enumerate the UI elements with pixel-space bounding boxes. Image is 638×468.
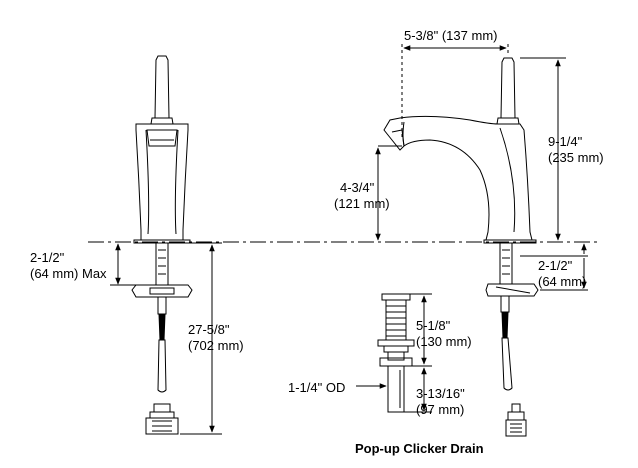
spout-reach-label: 5-3/8" (137 mm) xyxy=(404,28,498,43)
drain-caption: Pop-up Clicker Drain xyxy=(355,441,484,456)
right-dimension-lines xyxy=(375,44,588,291)
spout-height-mm-label: (121 mm) xyxy=(334,196,390,211)
overall-height-mm-label: (235 mm) xyxy=(548,150,604,165)
drain-lower-in-label: 3-13/16" xyxy=(416,386,465,401)
faucet-side-view xyxy=(383,57,539,437)
drain-dimension-lines xyxy=(356,293,432,413)
deck-right-mm-label: (64 mm) xyxy=(538,274,587,289)
overall-height-in-label: 9-1/4" xyxy=(548,134,583,149)
supply-length-mm-label: (702 mm) xyxy=(188,338,244,353)
deck-left-mm-label: (64 mm) Max xyxy=(30,266,107,281)
drain-od-label: 1-1/4" OD xyxy=(288,380,346,395)
faucet-front-view xyxy=(131,55,193,435)
supply-length-in-label: 27-5/8" xyxy=(188,322,230,337)
deck-right-in-label: 2-1/2" xyxy=(538,258,573,273)
spout-height-in-label: 4-3/4" xyxy=(340,180,375,195)
left-dimension-lines xyxy=(110,242,222,435)
drain-assembly xyxy=(377,293,415,413)
drain-lower-mm-label: (97 mm) xyxy=(416,402,465,417)
drain-upper-in-label: 5-1/8" xyxy=(416,318,451,333)
deck-left-in-label: 2-1/2" xyxy=(30,250,65,265)
drain-upper-mm-label: (130 mm) xyxy=(416,334,472,349)
